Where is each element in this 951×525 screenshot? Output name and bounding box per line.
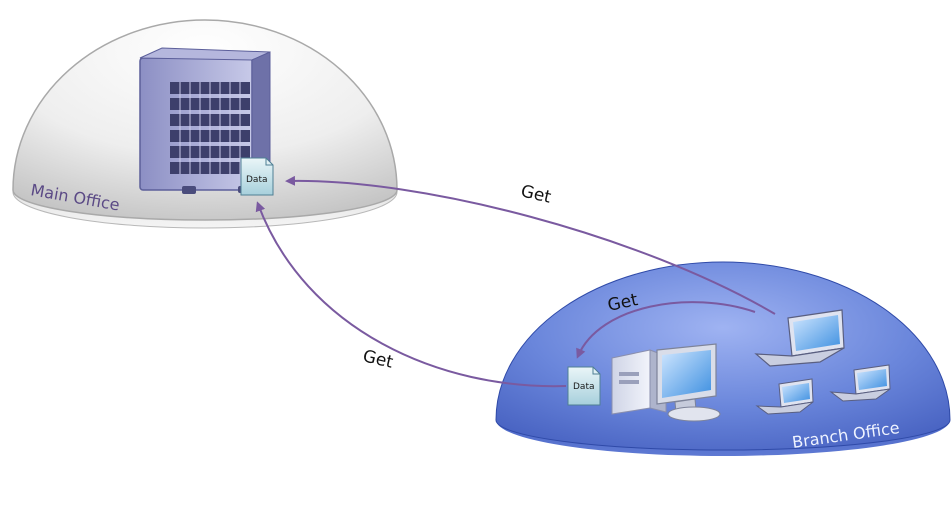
server-icon bbox=[139, 47, 271, 194]
get-arrow-branch-to-main bbox=[255, 201, 567, 388]
laptop-icon bbox=[754, 309, 845, 367]
get-arrow-laptop-to-branch bbox=[576, 301, 756, 359]
laptop-small-icon bbox=[755, 378, 814, 415]
get-arrow-laptop-to-main bbox=[285, 175, 776, 315]
desktop-computer-icon bbox=[611, 343, 721, 422]
branch-office-dome: Branch Office bbox=[495, 261, 951, 456]
flow-arrows bbox=[255, 175, 776, 388]
main-data-label: Data bbox=[246, 175, 268, 185]
main-data-document: Data bbox=[240, 157, 274, 196]
branch-data-document: Data bbox=[567, 366, 601, 406]
laptop-small-icon bbox=[829, 364, 891, 402]
branch-data-label: Data bbox=[573, 382, 595, 392]
get-label-top: Get bbox=[519, 181, 553, 207]
get-label-left: Get bbox=[361, 346, 395, 372]
